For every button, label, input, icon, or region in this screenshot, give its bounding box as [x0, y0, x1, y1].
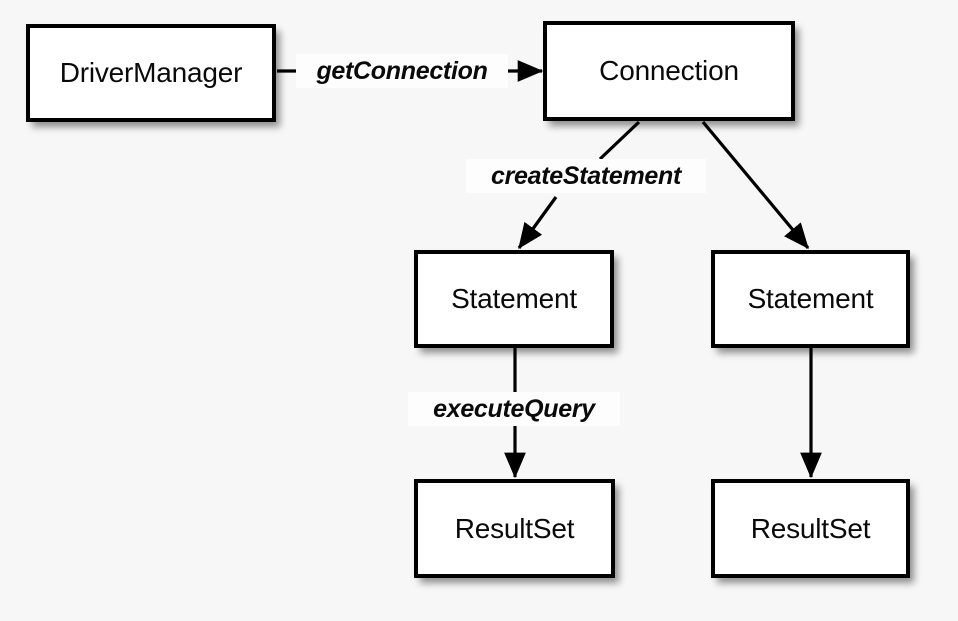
node-label-statement-left: Statement	[451, 283, 577, 314]
node-label-driver-manager: DriverManager	[59, 57, 243, 88]
node-label-resultset-left: ResultSet	[454, 512, 575, 544]
node-label-resultset-right: ResultSet	[750, 512, 871, 544]
edge-create-statement-2	[701, 120, 810, 250]
node-driver-manager[interactable]: DriverManager	[26, 24, 276, 122]
edge-label-get-connection: getConnection	[296, 54, 508, 88]
node-label-connection: Connection	[599, 55, 739, 86]
node-connection[interactable]: Connection	[543, 21, 795, 121]
edge-label-execute-query: executeQuery	[408, 392, 620, 426]
node-statement-right[interactable]: Statement	[711, 250, 910, 348]
node-resultset-left[interactable]: ResultSet	[414, 479, 615, 578]
node-statement-left[interactable]: Statement	[414, 250, 614, 348]
node-resultset-right[interactable]: ResultSet	[711, 479, 910, 578]
edge-label-create-statement: createStatement	[466, 159, 706, 193]
node-label-statement-right: Statement	[747, 283, 874, 314]
